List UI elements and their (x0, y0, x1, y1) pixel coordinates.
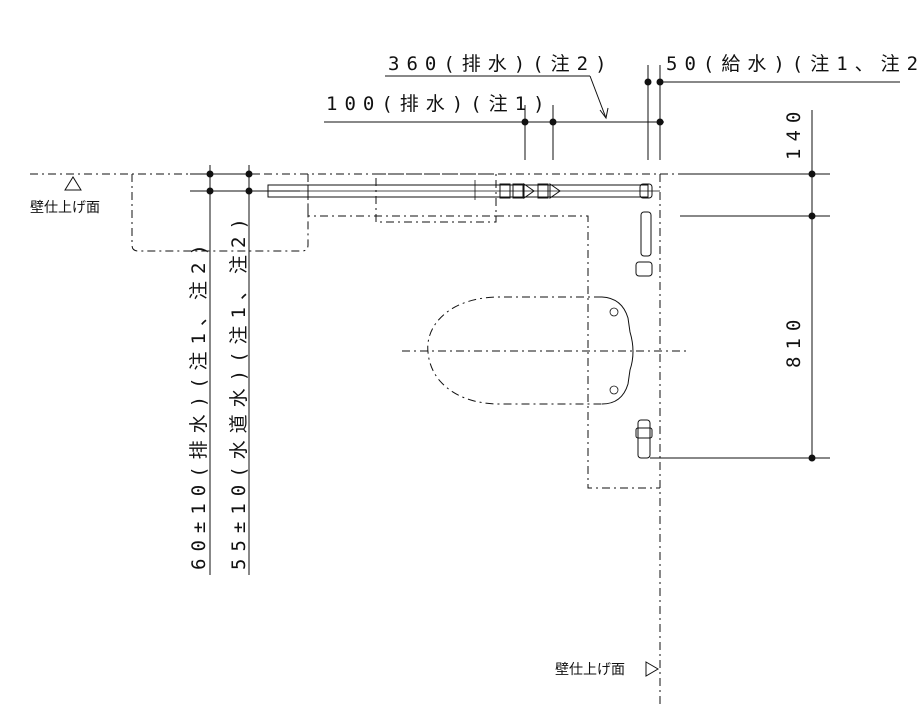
pipe-fitting (537, 183, 549, 199)
pipe-end-cap (639, 183, 653, 199)
dim-360-leader (589, 75, 607, 119)
dim-drain-60: 60±10(排水)(注1、注2) (188, 237, 210, 570)
wall-marker-triangle-right-icon (645, 661, 659, 677)
dim-dot (656, 78, 664, 86)
dim-drain-100: 100(排水)(注1) (326, 93, 552, 115)
dim-drain-360: 360(排水)(注2) (388, 53, 614, 75)
supply-fitting-lower (637, 419, 651, 459)
toilet-hinge-icon (609, 385, 619, 395)
dim-dot (808, 170, 816, 178)
supply-fitting-upper (640, 211, 652, 257)
counter-step-line (307, 174, 496, 217)
dim-360-arrow (599, 107, 609, 120)
supply-fitting-lower-valve (635, 427, 653, 439)
wall-finish-label-bottom: 壁仕上げ面 (555, 662, 625, 678)
fixture-zone-outline (496, 215, 660, 489)
counter-outline-left (131, 174, 309, 252)
dim-dot (656, 118, 664, 126)
pipe-fitting (499, 183, 511, 199)
dim-dot (644, 78, 652, 86)
counter-box (375, 173, 497, 223)
dim-dot (206, 187, 214, 195)
wall-finish-label-top: 壁仕上げ面 (30, 200, 100, 216)
pipe-fitting (512, 183, 524, 199)
dim-dot (245, 187, 253, 195)
dim-supply-50: 50(給水)(注1、注2) (666, 53, 922, 75)
valve-icon (523, 183, 535, 199)
dim-water-55: 55±10(水道水)(注1、注2) (228, 211, 250, 570)
supply-fitting-upper-base (635, 261, 653, 277)
wall-marker-triangle-icon (64, 176, 82, 191)
dim-height-140: 140 (783, 105, 805, 160)
dim-dot (808, 212, 816, 220)
dim-height-810: 810 (783, 313, 805, 368)
dim-dot (808, 454, 816, 462)
toilet-hinge-icon (609, 307, 619, 317)
valve-icon (549, 183, 561, 199)
dim-dot (521, 118, 529, 126)
toilet-tank-outline (601, 296, 634, 405)
toilet-bowl-outline (427, 296, 602, 405)
dim-dot (549, 118, 557, 126)
